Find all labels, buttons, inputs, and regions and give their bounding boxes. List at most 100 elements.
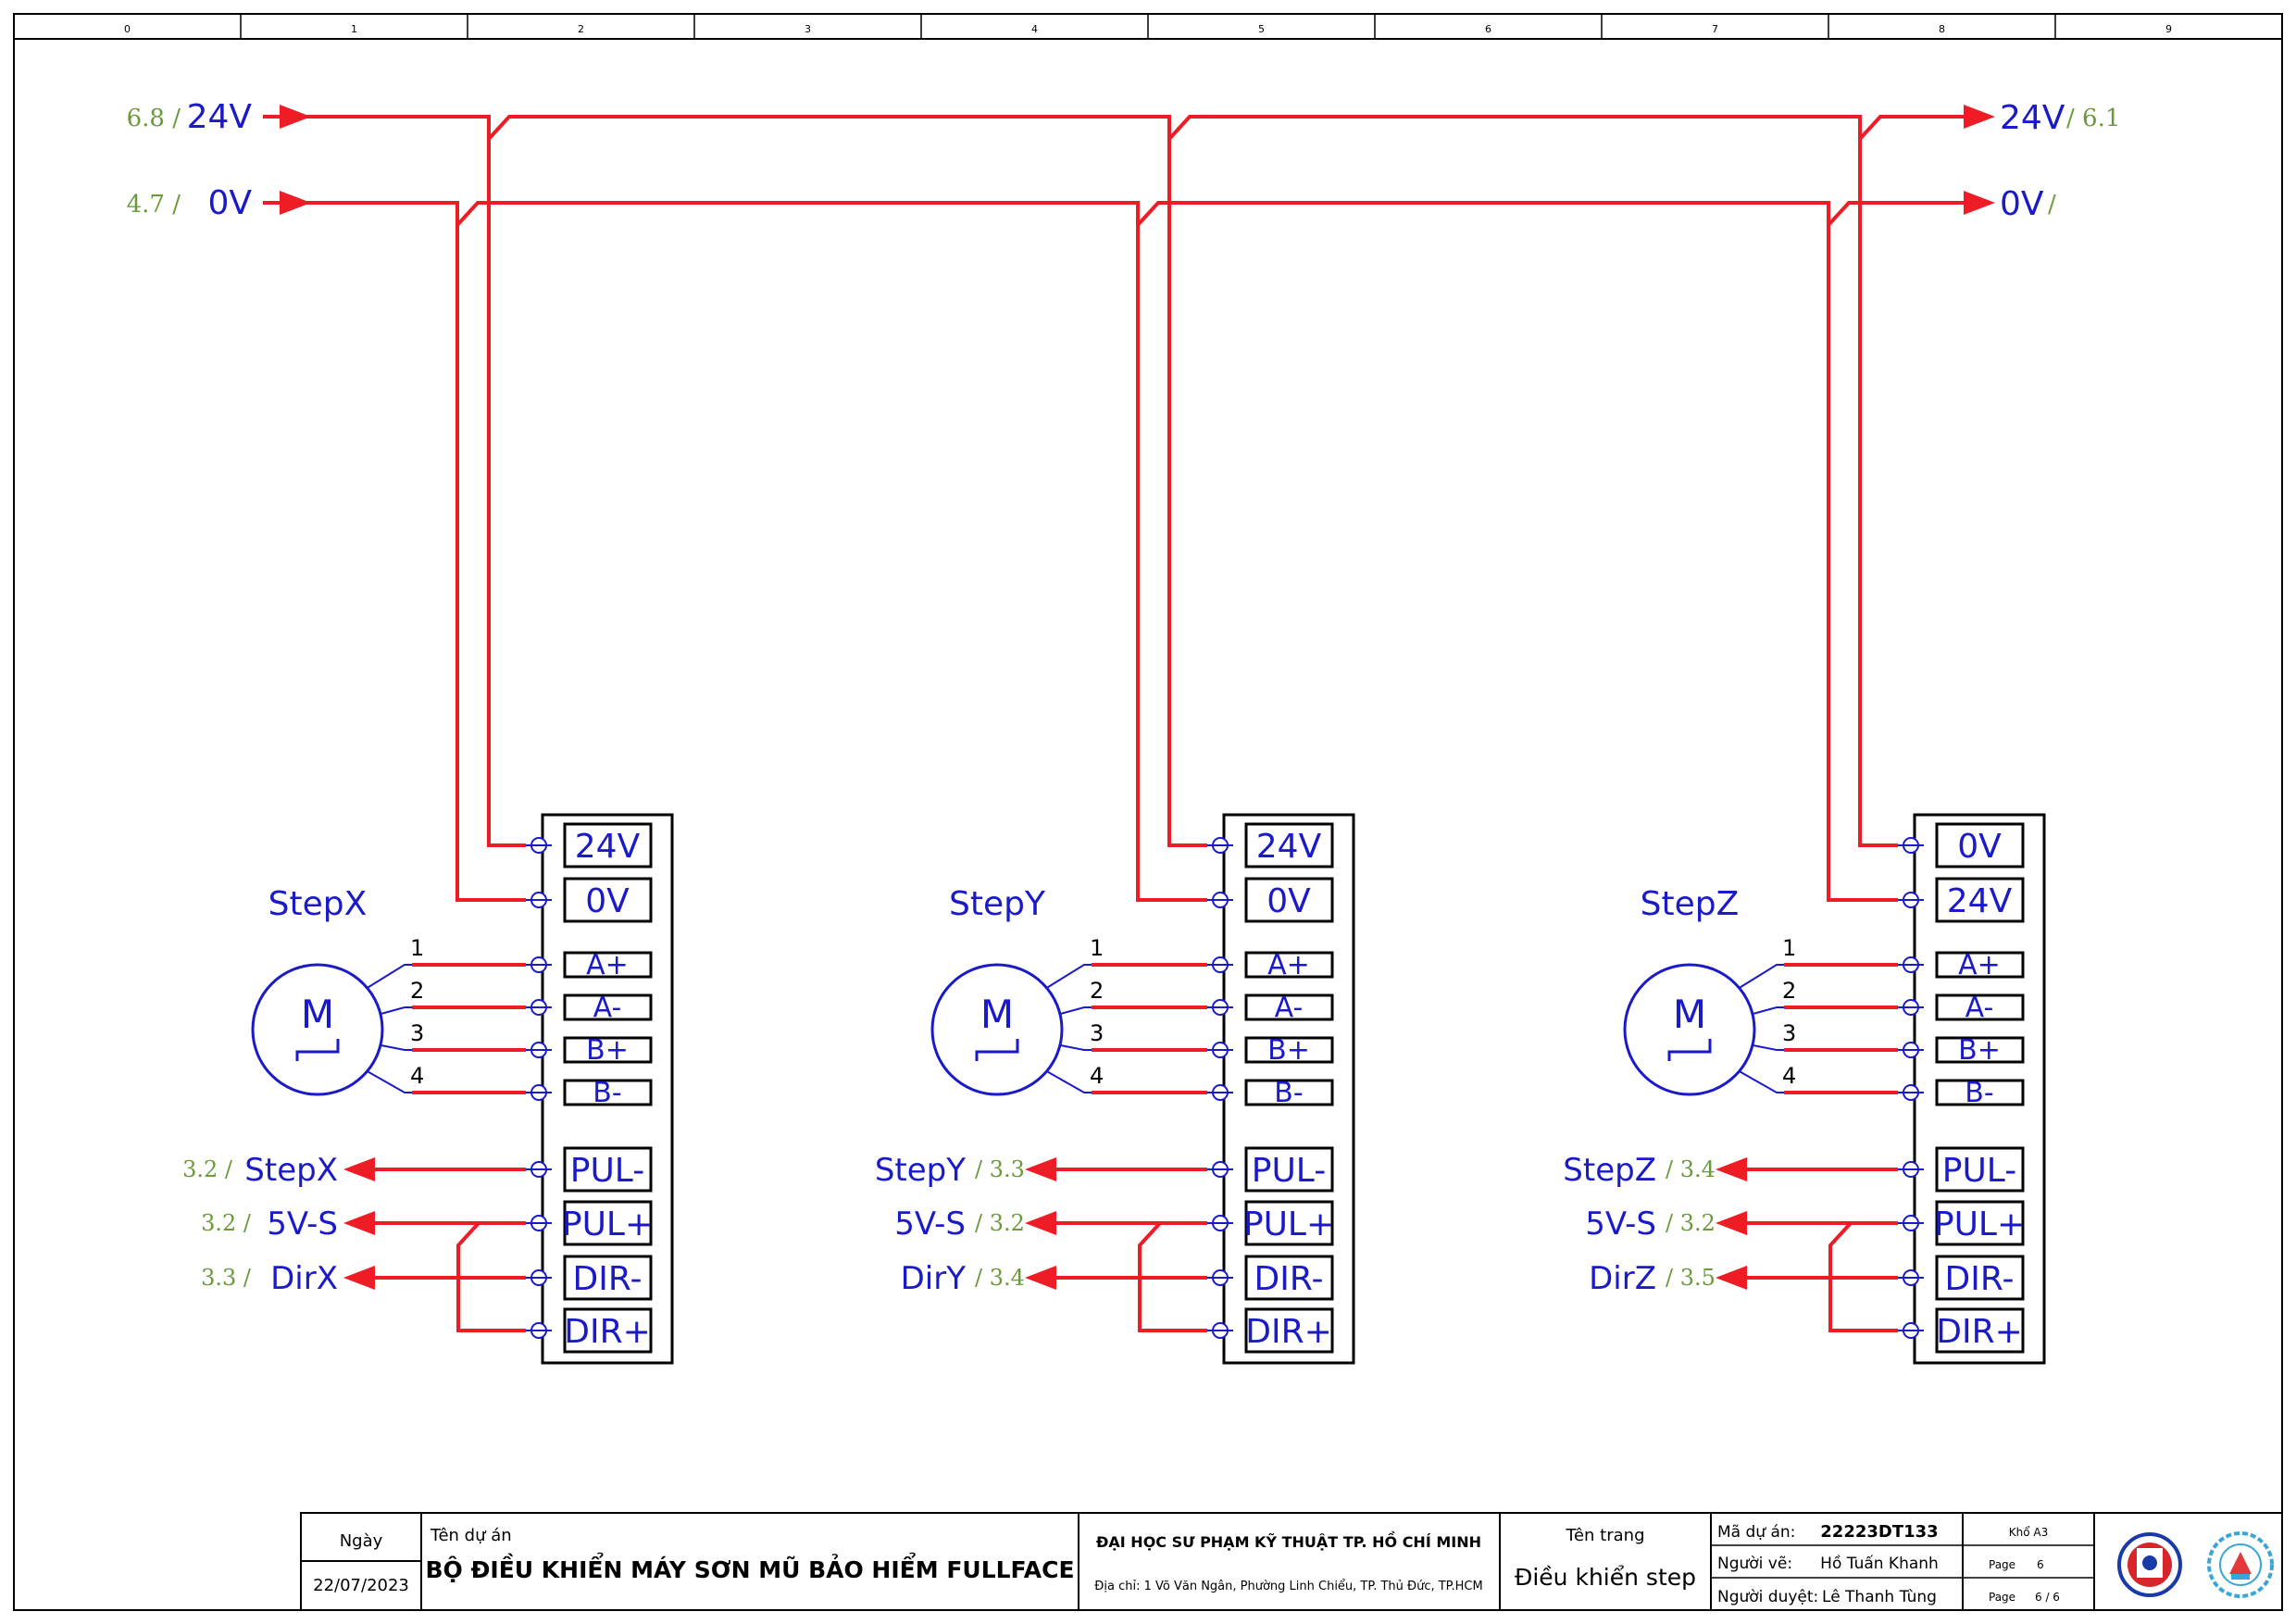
signal-arrow-icon (1716, 1211, 1747, 1235)
signal-name: DirX (270, 1260, 338, 1297)
pin-label-box (1935, 1146, 2025, 1193)
signal-ref: / 3.5 (1666, 1265, 1716, 1291)
terminal-icon (526, 1161, 552, 1178)
pin-label-box (563, 1200, 653, 1246)
pin-label-box (563, 1255, 653, 1301)
pin-label-box (1935, 1255, 2025, 1301)
date-value: 22/07/2023 (313, 1576, 409, 1595)
pin-label: A- (1275, 992, 1304, 1024)
motor-icon (251, 963, 384, 1096)
page-value: 6 (2037, 1558, 2044, 1571)
pin-label: PUL+ (1243, 1206, 1334, 1243)
pin-label-box (1244, 877, 1334, 923)
project-label: Tên dự án (430, 1526, 512, 1545)
signal-name: StepX (244, 1152, 338, 1189)
pin-label-box (1935, 877, 2025, 923)
feed-wire-second (455, 225, 526, 902)
bus-0v-wire (263, 201, 1974, 231)
bus-name-24v: 24V (187, 98, 253, 136)
bus-ref: / (2048, 191, 2056, 219)
size-label: Khổ A3 (2009, 1526, 2048, 1539)
terminal-icon (526, 1042, 552, 1058)
terminal-icon (526, 1084, 552, 1101)
pin-label-box (563, 1307, 653, 1354)
logo-ring (2207, 1531, 2274, 1598)
signal-ref: / 3.2 (975, 1210, 1025, 1236)
logos (2117, 1531, 2274, 1598)
pin-label: B+ (1958, 1034, 2001, 1067)
motor-symbol: M (301, 992, 334, 1037)
logo-inner-ring (2219, 1543, 2262, 1586)
pin-label-box (1935, 1307, 2025, 1354)
terminal-icon (1207, 1215, 1233, 1231)
drawer-value: Hồ Tuấn Khanh (1820, 1554, 1939, 1573)
address: Địa chỉ: 1 Võ Văn Ngân, Phường Linh Chiể… (1094, 1580, 1482, 1593)
terminal-icon (1207, 1042, 1233, 1058)
pin-label: 24V (1256, 828, 1322, 866)
pin-label: PUL+ (562, 1206, 653, 1243)
logo-ring (2117, 1532, 2182, 1597)
bus-ref: 6.8 / (127, 105, 181, 132)
pin-label: A- (1965, 992, 1994, 1024)
terminal-icon (1207, 1269, 1233, 1286)
pin-label: 0V (585, 882, 630, 920)
pin-label-box (563, 822, 653, 868)
pin-label-box (1935, 1079, 2025, 1106)
terminal-icon (1207, 956, 1233, 973)
pin-label: PUL+ (1934, 1206, 2025, 1243)
wire-number: 3 (1782, 1020, 1796, 1046)
drawing-frame (13, 13, 2283, 1611)
bus-out-arrow-icon (1964, 191, 1995, 215)
motor-icon (1623, 963, 1756, 1096)
feed-wire-top (1858, 139, 1898, 847)
signal-wire-pul-dir (456, 1221, 526, 1332)
signal-name: 5V-S (1585, 1206, 1656, 1243)
signal-arrow-icon (1716, 1266, 1747, 1290)
signal-arrow-icon (343, 1266, 375, 1290)
code-label: Mã dự án: (1717, 1523, 1795, 1542)
pin-label-box (1935, 993, 2025, 1021)
feed-wire-top (1167, 139, 1207, 847)
pin-label: DIR+ (1245, 1313, 1332, 1351)
signal-name: 5V-S (267, 1206, 338, 1243)
terminal-icon (1898, 1161, 1924, 1178)
signal-ref: 3.3 / (201, 1265, 252, 1291)
terminal-icon (526, 1269, 552, 1286)
code-value: 22223DT133 (1820, 1522, 1938, 1542)
pin-label: DIR- (1254, 1260, 1324, 1298)
date-label: Ngày (340, 1531, 383, 1551)
pin-label-box (1244, 822, 1334, 868)
terminal-icon (526, 892, 552, 908)
approver-value: Lê Thanh Tùng (1822, 1588, 1937, 1606)
terminal-icon (1898, 892, 1924, 908)
terminal-icon (526, 1215, 552, 1231)
wire-number: 2 (1090, 978, 1104, 1004)
signal-name: 5V-S (894, 1206, 966, 1243)
page-label: Page (1989, 1558, 2015, 1571)
pin-label: A+ (1958, 949, 2001, 981)
page-total: 6 / 6 (2035, 1591, 2060, 1604)
feed-wire-second (1136, 225, 1207, 902)
motor-step-glyph (1667, 1039, 1712, 1061)
approver-label: Người duyệt: (1717, 1588, 1818, 1606)
motor-symbol: M (1673, 992, 1706, 1037)
pin-label-box (1935, 1036, 2025, 1064)
ruler-label: 0 (124, 23, 131, 35)
ruler-label: 4 (1031, 23, 1038, 35)
coil-lead (367, 964, 526, 989)
signal-name: DirY (901, 1260, 967, 1297)
pin-label: A- (593, 992, 622, 1024)
terminal-icon (1898, 1084, 1924, 1101)
university-logo-icon (2117, 1532, 2182, 1597)
pin-label-box (563, 1146, 653, 1193)
wire-number: 3 (1090, 1020, 1104, 1046)
pin-label: PUL- (1942, 1152, 2016, 1190)
signal-wire-pul-dir (1828, 1221, 1898, 1332)
